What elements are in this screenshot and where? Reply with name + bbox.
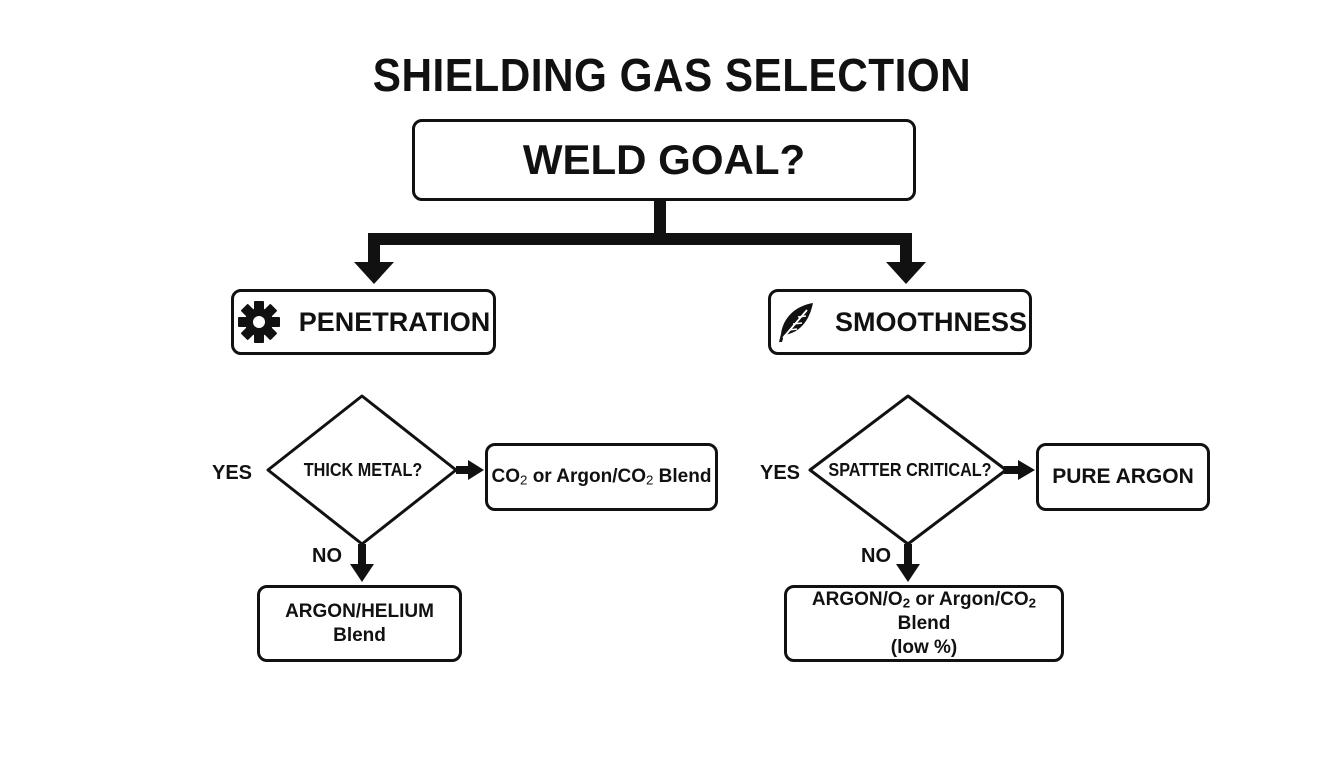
decision-question-thick-metal: THICK METAL? xyxy=(303,460,423,480)
decision-question-spatter: SPATTER CRITICAL? xyxy=(828,460,992,480)
result-line-2: Blend xyxy=(333,624,386,646)
subscript: 2 xyxy=(902,595,911,611)
gear-icon xyxy=(237,301,280,343)
result-text: ARGON/O2 or Argon/CO2 Blend (low %) xyxy=(787,588,1061,660)
thick-metal-no-arrow-shaft xyxy=(358,544,366,566)
left-drop xyxy=(368,233,380,265)
spatter-yes-arrow-shaft xyxy=(1004,466,1022,474)
result-text: ARGON/HELIUM Blend xyxy=(285,600,434,648)
branch-label-penetration: PENETRATION xyxy=(298,306,491,337)
text-part: ARGON/O xyxy=(811,588,903,610)
result-argon-helium-blend: ARGON/HELIUM Blend xyxy=(257,585,462,662)
root-node-label: WELD GOAL? xyxy=(522,136,806,183)
thick-metal-no-arrowhead xyxy=(350,564,374,582)
text-part: Blend xyxy=(653,465,712,487)
left-arrowhead xyxy=(354,262,394,284)
text-part: or Argon/CO xyxy=(527,465,646,487)
result-line-2: (low %) xyxy=(890,636,958,658)
result-line-1: ARGON/HELIUM xyxy=(285,600,434,622)
no-label-thick-metal: NO xyxy=(312,545,342,567)
subscript: 2 xyxy=(520,472,528,488)
right-arrowhead xyxy=(886,262,926,284)
branch-bar xyxy=(368,233,912,245)
result-line-1: ARGON/O2 or Argon/CO2 Blend xyxy=(787,588,1061,636)
subscript: 2 xyxy=(1028,595,1037,611)
thick-metal-yes-arrow-shaft xyxy=(456,466,472,474)
text-part: CO xyxy=(491,465,521,487)
text-part: Blend xyxy=(897,612,951,634)
spatter-yes-arrowhead xyxy=(1018,460,1035,480)
diagram-title: SHIELDING GAS SELECTION xyxy=(372,49,972,101)
result-pure-argon: PURE ARGON xyxy=(1036,443,1210,511)
subscript: 2 xyxy=(646,472,654,488)
spatter-no-arrowhead xyxy=(896,564,920,582)
result-co2-argon-co2-blend: CO2 or Argon/CO2 Blend xyxy=(485,443,718,511)
right-drop xyxy=(900,233,912,265)
yes-label-spatter: YES xyxy=(760,462,801,484)
thick-metal-yes-arrowhead xyxy=(468,460,484,480)
no-label-spatter: NO xyxy=(861,545,891,567)
yes-label-thick-metal: YES xyxy=(212,462,253,484)
branch-node-smoothness: SMOOTHNESS xyxy=(768,289,1032,355)
spatter-no-arrow-shaft xyxy=(904,544,912,566)
result-argon-o2-argon-co2-blend: ARGON/O2 or Argon/CO2 Blend (low %) xyxy=(784,585,1064,662)
branch-node-penetration: PENETRATION xyxy=(231,289,496,355)
root-node-weld-goal: WELD GOAL? xyxy=(412,119,916,201)
text-part: or Argon/CO xyxy=(910,588,1029,610)
feather-icon xyxy=(778,303,813,342)
branch-label-smoothness: SMOOTHNESS xyxy=(834,306,1028,337)
result-text: PURE ARGON xyxy=(1052,464,1194,488)
result-text: CO2 or Argon/CO2 Blend xyxy=(492,465,712,489)
root-trunk xyxy=(654,200,666,240)
